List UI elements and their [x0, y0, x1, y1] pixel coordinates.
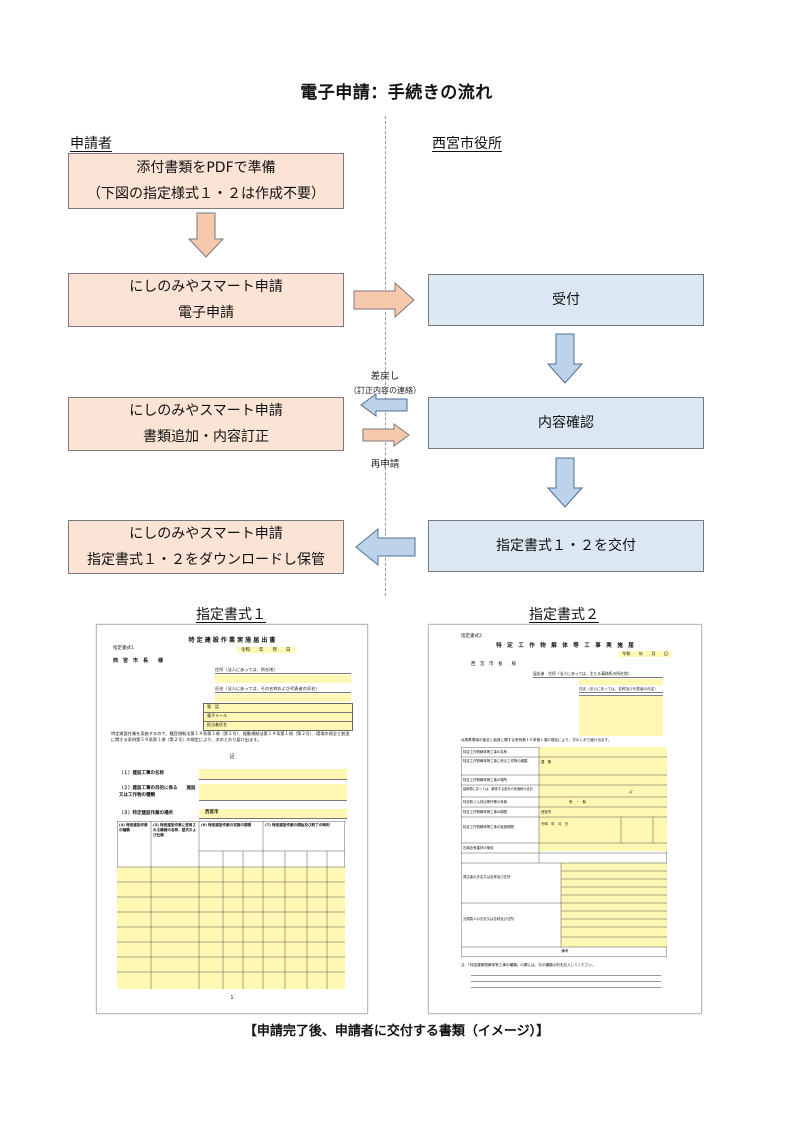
issue-forms-label: 指定書式１・２を交付 — [496, 538, 636, 554]
city-column-header: 西宮市役所 — [432, 136, 502, 152]
form1-col7: (7) 特定建設作業の開始及び終了の時刻 — [265, 823, 330, 827]
form2-table — [461, 747, 667, 957]
form2-contact-field — [579, 695, 663, 736]
arrow-down-applicant-icon — [187, 212, 225, 258]
form1-addressee: 西 宮 市 長 様 — [113, 658, 164, 664]
form1-thumbnail: 指定書式1 特 定 建 設 作 業 実 施 届 出 書 令和 年 月 日 西 宮… — [96, 624, 368, 1014]
form2-title: 指定書式２ — [529, 607, 599, 623]
form1-person: 担当者氏名 — [204, 722, 352, 730]
form1-center: 記 — [229, 754, 235, 760]
form1-item3-value: 西宮市 — [199, 809, 347, 819]
prepare-attachments-box: 添付書類をPDFで準備 （下図の指定様式１・２は作成不要） — [68, 153, 344, 209]
form1-addr: 住所（法人にあっては、所在地） — [215, 667, 351, 674]
form1-heading: 特 定 建 設 作 業 実 施 届 出 書 — [188, 637, 276, 644]
prepare-attachments-line1: 添付書類をPDFで準備 — [136, 160, 276, 176]
arrow-down-to-issue-icon — [546, 457, 584, 508]
smart-apply-line2: 電子申請 — [178, 305, 234, 321]
content-check-label: 内容確認 — [538, 415, 594, 431]
arrow-right-receive-icon — [353, 281, 415, 319]
form1-col5: (5) 特定建設作業に使用される機械の名称、型式および仕様 — [153, 823, 197, 837]
smart-fix-line2: 書類追加・内容訂正 — [143, 429, 269, 445]
form2-row-dust-value: 有 ・ 無 — [569, 800, 586, 804]
content-check-box: 内容確認 — [428, 397, 704, 449]
form2-row-asbestos: 石綿含有建材の使用 — [463, 846, 494, 850]
form1-item2-field — [199, 784, 347, 801]
arrow-return-icon — [360, 393, 408, 417]
form2-body: 兵庫県環境の保全と創造に関する条例第１０条第１項の規定により、次のとおり届け出ま… — [461, 738, 612, 742]
form1-body: 特定建設作業を実施するので、騒音規制法第１４条第１項（第２号）、振動規制法第１４… — [111, 731, 350, 742]
form2-row-period: 特定工作物解体等工事の期間 — [463, 810, 508, 814]
reapply-note: 再申請 — [370, 459, 400, 470]
return-note-line2: （訂正内容の連絡） — [349, 386, 421, 395]
form2-thumbnail: 指定書式2 特 定 工 作 物 解 体 等 工 事 実 施 届 令和 年 月 日… — [428, 624, 702, 1014]
return-note: 差戻し （訂正内容の連絡） — [345, 368, 425, 396]
issue-forms-box: 指定書式１・２を交付 — [428, 520, 704, 572]
form1-item2: （２）建設工事の目的に係る 施設又は工作物の種類 — [119, 786, 196, 798]
form1-name-field — [215, 694, 351, 702]
form2-name: 氏名（法人にあっては、名称及び代表者の氏名） — [579, 687, 663, 693]
smart-fix-line1: にしのみやスマート申請 — [129, 403, 283, 419]
smart-download-box: にしのみやスマート申請 指定書式１・２をダウンロードし保管 — [68, 520, 344, 574]
smart-apply-line1: にしのみやスマート申請 — [129, 279, 283, 295]
form2-date: 令和 年 月 日 — [619, 651, 672, 657]
smart-download-line1: にしのみやスマート申請 — [129, 526, 283, 542]
form2-row-type-value: 建 築 — [541, 760, 552, 764]
arrow-reapply-icon — [362, 423, 410, 447]
form2-addressee: 西 宮 市 長 様 — [471, 662, 516, 667]
form1-phone: 電 話 — [204, 704, 352, 713]
form1-item1: （１）建設工事の名称 — [119, 771, 164, 776]
form2-notes: 注 「特定建築物解体等工事の種類」の欄には、次の種類の別を記入してください。 — [461, 963, 596, 967]
arrow-left-download-icon — [355, 527, 416, 567]
receive-box: 受付 — [428, 274, 704, 326]
form1-table — [117, 821, 345, 989]
form1-col4: (4) 特定建設作業の種類 — [119, 823, 148, 832]
form1-mail: 電子メール — [204, 713, 352, 722]
form2-row-dust: 特定粉じん排出等作業の有無 — [463, 800, 508, 804]
form1-contact-table: 電 話 電子メール 担当者氏名 — [203, 703, 353, 731]
receive-label: 受付 — [552, 292, 580, 308]
smart-download-line2: 指定書式１・２をダウンロードし保管 — [87, 552, 325, 568]
form1-addr-field — [215, 675, 351, 683]
form2-row-place: 特定工作物解体等工事の場所 — [463, 778, 508, 782]
form2-row-area: 建築物にあっては、解体する部分の床面積の合計 — [463, 787, 533, 791]
form1-label: 指定書式1 — [113, 646, 134, 651]
caption: 【申請完了後、申請者に交付する書類（イメージ）】 — [243, 1024, 550, 1039]
page-title: 電子申請：手続きの流れ — [300, 83, 493, 103]
form2-row-period-value: 西宮市 — [541, 810, 552, 814]
form1-col6: (6) 特定建設作業の実施の期間 — [201, 823, 252, 827]
flow-arrows — [187, 212, 584, 567]
smart-apply-box: にしのみやスマート申請 電子申請 — [68, 273, 344, 327]
form2-applicant: 届出者 住所（法人にあっては、主たる事務所の所在地） — [533, 671, 663, 678]
column-divider — [385, 116, 386, 596]
form1-date: 令和 年 月 日 — [237, 647, 295, 653]
form2-applicant-field — [579, 679, 663, 685]
form2-row-area-value: ㎡ — [629, 790, 633, 794]
form2-row-impl-value: 令和 年 月 日 — [541, 822, 569, 826]
applicant-column-header: 申請者 — [70, 136, 112, 152]
form2-row-contractor: 元請負人の氏名又は名称及び住所 — [463, 917, 514, 921]
form1-name: 氏名（法人にあっては、その名称および代表者の氏名） — [215, 686, 351, 693]
form2-label: 指定書式2 — [461, 634, 482, 639]
form2-heading: 特 定 工 作 物 解 体 等 工 事 実 施 届 — [496, 643, 634, 649]
form2-row-name: 特定工作物解体等工事の名称 — [463, 750, 508, 754]
return-note-line1: 差戻し — [370, 371, 400, 382]
form2-notes-lines — [471, 971, 661, 993]
smart-fix-box: にしのみやスマート申請 書類追加・内容訂正 — [68, 397, 344, 451]
form2-row-client: 発注者の氏名又は名称及び住所 — [463, 875, 511, 879]
form1-title: 指定書式１ — [196, 607, 266, 623]
arrow-down-to-check-icon — [546, 333, 584, 384]
form1-item1-field — [199, 769, 347, 780]
form2-row-impl: 特定工作物解体等工事の実施期間 — [463, 825, 514, 829]
form2-row-type: 特定工作物解体等工事に係る工作物の種類 — [463, 759, 528, 763]
form1-item3: （３）特定建設作業の場所 — [119, 811, 173, 816]
form2-remarks: 備考 — [561, 949, 569, 953]
form1-page-number: 1 — [230, 995, 234, 1001]
prepare-attachments-line2: （下図の指定様式１・２は作成不要） — [87, 186, 325, 202]
